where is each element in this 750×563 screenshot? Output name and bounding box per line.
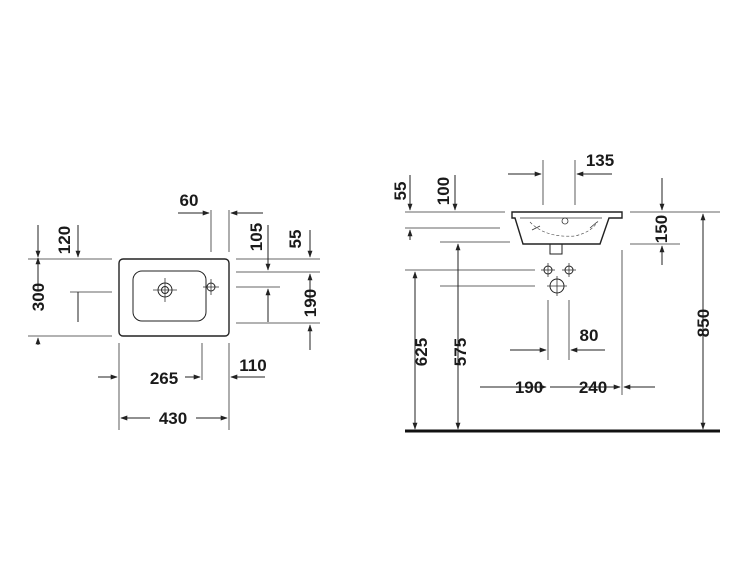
top-extension-lines xyxy=(28,210,320,430)
top-dimension-arrows xyxy=(35,210,313,421)
side-extension-lines xyxy=(405,160,720,395)
side-view: 55 100 135 150 625 575 80 190 240 850 xyxy=(391,151,720,433)
side-dimension-arrows xyxy=(407,171,706,430)
dim-575: 575 xyxy=(451,338,470,366)
dim-240: 240 xyxy=(579,378,607,397)
dim-80: 80 xyxy=(580,326,599,345)
top-view: 60 120 105 55 300 190 265 110 430 xyxy=(28,191,320,430)
bowl-outline xyxy=(132,270,207,322)
dim-55-side: 55 xyxy=(391,182,410,201)
dim-150: 150 xyxy=(652,215,671,243)
dim-190-side: 190 xyxy=(515,378,543,397)
dim-110: 110 xyxy=(239,356,266,375)
dim-265: 265 xyxy=(150,369,178,388)
dim-100: 100 xyxy=(434,177,453,205)
basin-profile xyxy=(511,211,623,255)
drain-symbol xyxy=(153,278,177,302)
dim-60: 60 xyxy=(180,191,199,210)
connection-symbols xyxy=(541,263,576,296)
dim-430: 430 xyxy=(159,409,187,428)
dim-55: 55 xyxy=(286,230,305,249)
dim-120: 120 xyxy=(55,226,74,254)
dim-850: 850 xyxy=(694,309,713,337)
dim-105: 105 xyxy=(247,223,266,251)
dim-135: 135 xyxy=(586,151,614,170)
basin-outline xyxy=(118,258,230,337)
dim-190: 190 xyxy=(301,289,320,317)
tap-hole-symbol xyxy=(203,279,219,295)
dim-625: 625 xyxy=(412,338,431,366)
dim-300: 300 xyxy=(29,283,48,311)
